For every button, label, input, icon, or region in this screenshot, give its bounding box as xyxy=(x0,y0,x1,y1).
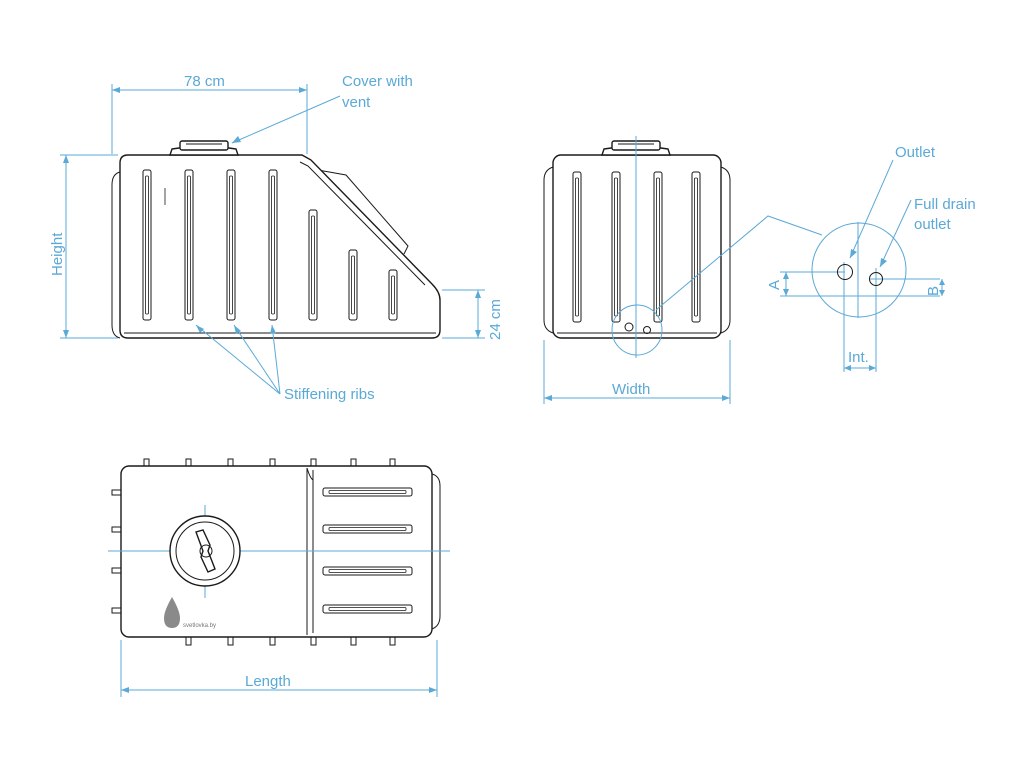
outlet-detail: A B Int. Outlet Full drain outlet xyxy=(766,144,976,372)
rib xyxy=(322,604,413,614)
rib xyxy=(308,209,318,321)
full-drain-label-line2: outlet xyxy=(914,216,952,233)
side-view: 78 cm Cover with vent Height 24 cm xyxy=(49,73,504,403)
rib xyxy=(184,169,194,321)
dim-78cm-label: 78 cm xyxy=(184,73,225,90)
cover-lid-top xyxy=(169,515,241,587)
cover-cap-side xyxy=(169,140,239,156)
height-label: Height xyxy=(49,232,66,276)
side-ribs xyxy=(142,169,398,321)
rib xyxy=(348,249,358,321)
rib xyxy=(611,171,621,323)
cover-label-line1: Cover with xyxy=(342,73,413,90)
cover-label-line2: vent xyxy=(342,94,371,111)
dimension-height: Height xyxy=(49,154,118,339)
rib xyxy=(226,169,236,321)
length-label: Length xyxy=(245,673,291,690)
rib xyxy=(142,169,152,321)
side-view-body xyxy=(119,154,441,339)
dim-int-label: Int. xyxy=(848,349,869,366)
outlet-hole xyxy=(837,264,853,280)
dim-b-label: B xyxy=(925,286,942,296)
rib xyxy=(691,171,701,323)
dim-24cm-label: 24 cm xyxy=(487,299,504,340)
front-ribs xyxy=(572,171,701,323)
dimension-length: Length xyxy=(120,640,438,697)
watermark-logo: svetlovka.by xyxy=(164,597,216,629)
stiffening-ribs-label: Stiffening ribs xyxy=(284,386,375,403)
rib xyxy=(388,269,398,321)
rib xyxy=(322,487,413,497)
outlet-label: Outlet xyxy=(895,144,936,161)
top-view-tabs-bottom xyxy=(185,636,396,646)
top-view: svetlovka.by Length xyxy=(108,458,450,697)
dim-a-label: A xyxy=(766,280,783,290)
rib xyxy=(322,524,413,534)
drop-icon xyxy=(164,597,180,628)
cover-callout: Cover with vent xyxy=(231,73,413,144)
dimension-78cm: 78 cm xyxy=(111,73,308,154)
rib xyxy=(322,566,413,576)
front-view: Width xyxy=(543,136,823,404)
rib xyxy=(653,171,663,323)
width-label: Width xyxy=(612,381,650,398)
watermark-text: svetlovka.by xyxy=(183,623,216,629)
full-drain-hole xyxy=(869,272,883,286)
stiffening-ribs-callout: Stiffening ribs xyxy=(195,324,375,403)
outlet-detail-circle xyxy=(611,304,663,356)
top-ribs xyxy=(322,487,413,614)
dimension-width: Width xyxy=(543,340,731,404)
rib xyxy=(572,171,582,323)
full-drain-label-line1: Full drain xyxy=(914,196,976,213)
dimension-24cm: 24 cm xyxy=(442,289,504,340)
rib xyxy=(268,169,278,321)
